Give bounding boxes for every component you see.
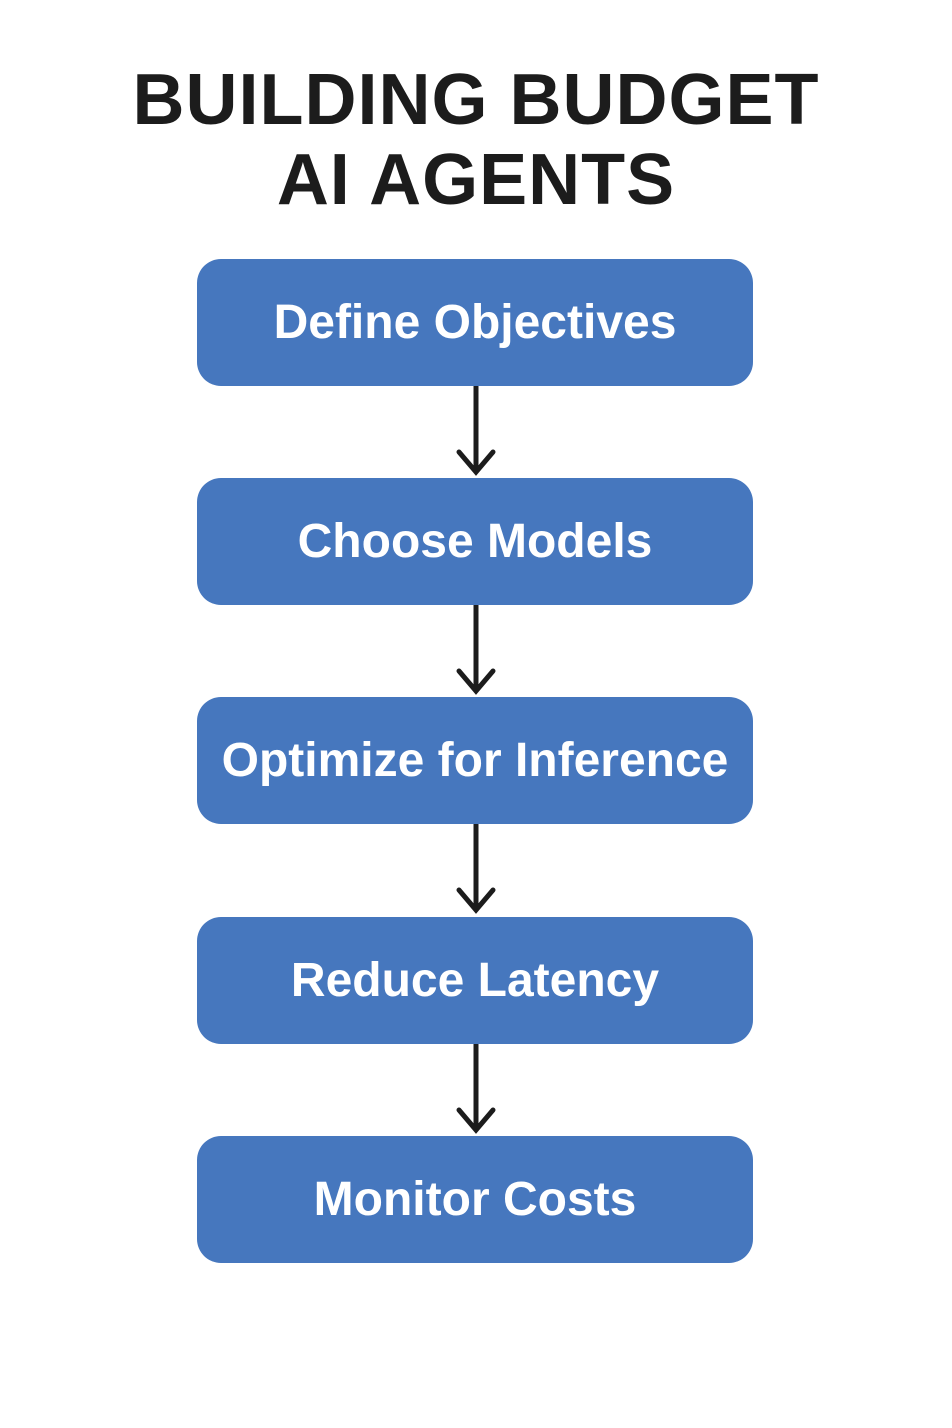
step-label: Optimize for Inference [221, 734, 729, 787]
step-label: Monitor Costs [313, 1173, 637, 1226]
step-monitor-costs: Monitor Costs [197, 1136, 753, 1263]
arrow-down-icon [456, 605, 496, 695]
title-line-2: AI AGENTS [276, 140, 676, 220]
title-line-1: BUILDING BUDGET [132, 60, 820, 140]
step-label: Choose Models [297, 515, 653, 568]
step-optimize-for-inference: Optimize for Inference [197, 697, 753, 824]
step-label: Define Objectives [273, 296, 677, 349]
arrow-down-icon [456, 386, 496, 476]
arrow-down-icon [456, 824, 496, 914]
arrow-down-icon [456, 1044, 496, 1134]
step-define-objectives: Define Objectives [197, 259, 753, 386]
step-label: Reduce Latency [290, 954, 660, 1007]
step-reduce-latency: Reduce Latency [197, 917, 753, 1044]
step-choose-models: Choose Models [197, 478, 753, 605]
diagram-title: BUILDING BUDGET AI AGENTS [0, 60, 952, 220]
